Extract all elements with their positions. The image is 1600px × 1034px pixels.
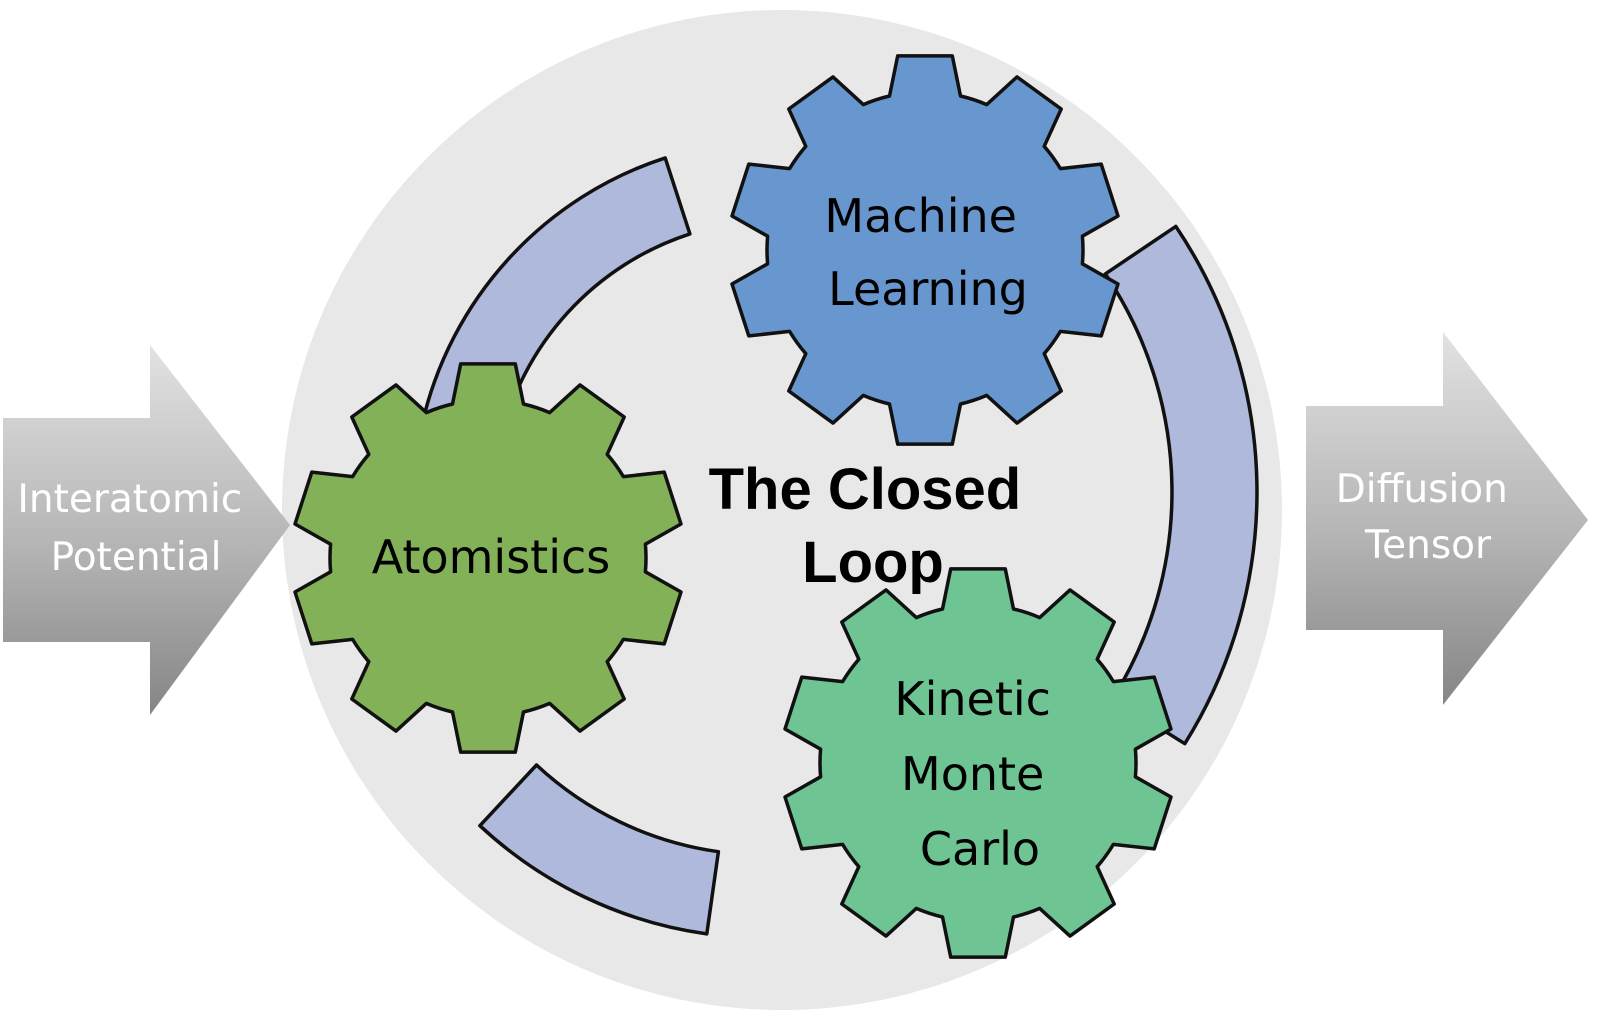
input-arrow: Interatomic Potential bbox=[3, 345, 290, 715]
output-arrow: Diffusion Tensor bbox=[1306, 332, 1588, 705]
gear-ml-shape bbox=[730, 54, 1120, 446]
gear-kmc-line-3: Carlo bbox=[920, 822, 1040, 876]
gear-ml-label: Machine Learning bbox=[824, 189, 1031, 316]
gear-kmc-line-2: Monte bbox=[901, 747, 1044, 801]
output-arrow-label: Diffusion Tensor bbox=[1336, 467, 1521, 568]
gear-ml-line-2: Learning bbox=[828, 262, 1028, 316]
gear-kmc-label: Kinetic Monte Carlo bbox=[894, 672, 1065, 876]
arc-ml-to-kmc bbox=[1103, 224, 1259, 746]
gear-kmc-line-1: Kinetic bbox=[894, 672, 1051, 726]
gear-kmc-shape bbox=[783, 567, 1173, 959]
arc-kmc-to-atomistics bbox=[478, 763, 721, 936]
loop-title-line-1: The Closed bbox=[709, 457, 1022, 522]
gear-atomistics-line-1: Atomistics bbox=[372, 530, 610, 584]
output-arrow-line-1: Diffusion bbox=[1336, 467, 1508, 512]
input-arrow-label: Interatomic Potential bbox=[17, 477, 254, 580]
output-arrow-shape bbox=[1306, 332, 1588, 705]
input-arrow-line-1: Interatomic bbox=[17, 477, 242, 522]
gear-ml-line-1: Machine bbox=[824, 189, 1017, 243]
gear-kinetic-monte-carlo: Kinetic Monte Carlo bbox=[783, 567, 1173, 959]
gear-atomistics: Atomistics bbox=[293, 362, 683, 754]
loop-title: The Closed Loop bbox=[709, 457, 1038, 595]
gear-atomistics-label: Atomistics bbox=[372, 530, 610, 584]
input-arrow-line-2: Potential bbox=[51, 535, 222, 580]
gear-machine-learning: Machine Learning bbox=[730, 54, 1120, 446]
gear-atomistics-shape bbox=[293, 362, 683, 754]
input-arrow-shape bbox=[3, 345, 290, 715]
output-arrow-line-2: Tensor bbox=[1364, 523, 1492, 568]
loop-title-line-2: Loop bbox=[802, 530, 944, 595]
